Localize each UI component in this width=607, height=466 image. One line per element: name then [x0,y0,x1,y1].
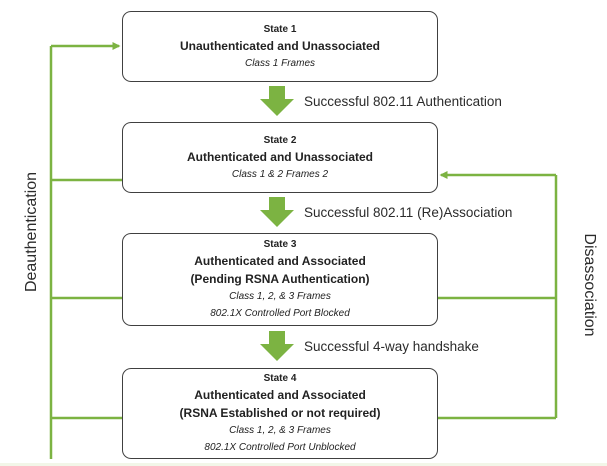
state-port-status: 802.1X Controlled Port Unblocked [204,442,356,453]
transition-label-authentication: Successful 802.11 Authentication [304,94,502,109]
disassociation-label: Disassociation [581,233,598,337]
state-title: State 1 [263,23,297,35]
state-name: Authenticated and Associated [194,388,366,402]
bottom-divider [0,463,607,466]
transition-arrow-1 [260,86,294,116]
state-name: Authenticated and Unassociated [186,149,374,164]
state-frames: Class 1, 2, & 3 Frames [229,425,331,436]
transition-arrow-3 [260,331,294,361]
transition-label-association: Successful 802.11 (Re)Association [304,205,513,220]
state-name: Unauthenticated and Unassociated [179,38,381,53]
deauthentication-label: Deauthentication [23,171,40,293]
state-name: Authenticated and Associated [194,254,366,268]
transition-label-handshake: Successful 4-way handshake [304,339,479,354]
state-qualifier: (RSNA Established or not required) [179,406,381,420]
transition-arrow-2 [260,197,294,227]
state-qualifier: (Pending RSNA Authentication) [190,272,370,286]
state-frames: Class 1 Frames [244,57,315,69]
state-2-box: State 2 Authenticated and Unassociated C… [122,122,438,193]
state-title: State 2 [263,134,297,146]
state-3-box: State 3 Authenticated and Associated (Pe… [122,233,438,326]
state-frames: Class 1, 2, & 3 Frames [229,291,331,302]
state-4-box: State 4 Authenticated and Associated (RS… [122,368,438,459]
state-frames: Class 1 & 2 Frames 2 [231,168,329,180]
state-title: State 3 [263,239,297,250]
state-title: State 4 [263,373,297,384]
state-port-status: 802.1X Controlled Port Blocked [210,308,350,319]
state-1-box: State 1 Unauthenticated and Unassociated… [122,11,438,82]
